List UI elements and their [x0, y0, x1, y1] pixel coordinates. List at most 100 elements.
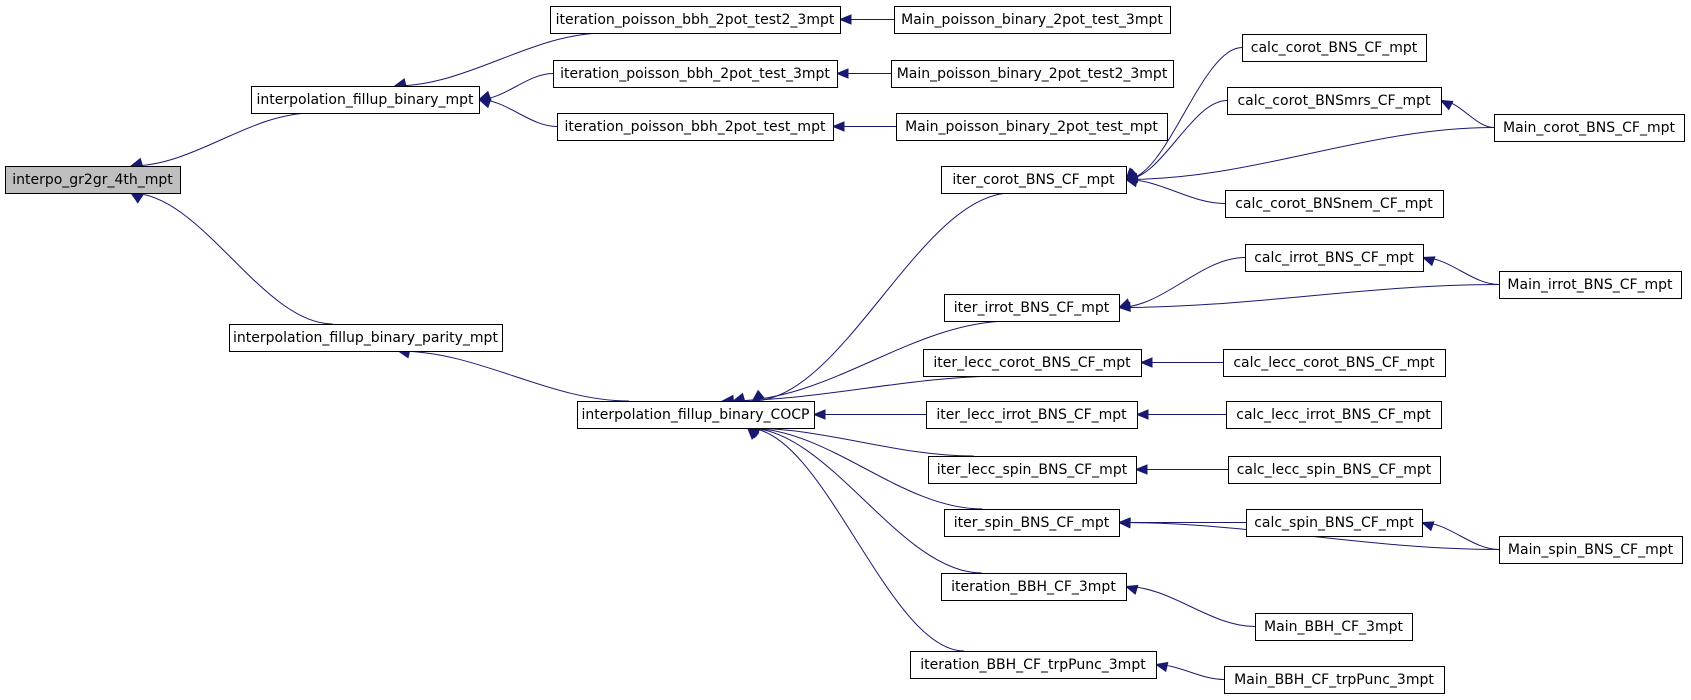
node-calc_irrot_BNS_CF_mpt[interactable]: calc_irrot_BNS_CF_mpt: [1245, 244, 1424, 272]
node-iteration_poisson_bbh_2pot_test_3mpt[interactable]: iteration_poisson_bbh_2pot_test_3mpt: [553, 60, 838, 88]
node-box: [1223, 349, 1446, 377]
arrowhead-icon: [835, 68, 849, 79]
node-interpo_gr2gr_4th_mpt[interactable]: interpo_gr2gr_4th_mpt: [5, 166, 181, 194]
node-iteration_BBH_CF_3mpt[interactable]: iteration_BBH_CF_3mpt: [941, 573, 1127, 601]
node-iter_lecc_spin_BNS_CF_mpt[interactable]: iter_lecc_spin_BNS_CF_mpt: [928, 456, 1137, 484]
node-iter_irrot_BNS_CF_mpt[interactable]: iter_irrot_BNS_CF_mpt: [944, 294, 1120, 322]
arrowhead-icon: [831, 121, 845, 132]
node-iter_lecc_irrot_BNS_CF_mpt[interactable]: iter_lecc_irrot_BNS_CF_mpt: [926, 401, 1138, 429]
node-box: [944, 294, 1120, 322]
node-Main_corot_BNS_CF_mpt[interactable]: Main_corot_BNS_CF_mpt: [1494, 114, 1685, 142]
edge-Main_irrot_BNS_CF_mpt-to-calc_irrot_BNS_CF_mpt: [1422, 257, 1500, 285]
node-box: [251, 86, 480, 114]
node-label: Main_spin_BNS_CF_mpt: [1508, 542, 1674, 558]
nodes-layer: interpo_gr2gr_4th_mpt interpolation_fillu…: [5, 6, 1685, 694]
node-box: [557, 113, 834, 141]
node-label: calc_lecc_corot_BNS_CF_mpt: [1233, 355, 1435, 371]
node-label: iteration_BBH_CF_trpPunc_3mpt: [920, 657, 1146, 673]
node-box: [550, 6, 841, 34]
node-label: interpolation_fillup_binary_parity_mpt: [233, 330, 498, 346]
node-label: calc_lecc_irrot_BNS_CF_mpt: [1236, 407, 1431, 423]
node-label: calc_irrot_BNS_CF_mpt: [1254, 250, 1414, 266]
node-label: iter_lecc_corot_BNS_CF_mpt: [933, 355, 1131, 371]
node-iteration_poisson_bbh_2pot_test2_3mpt[interactable]: iteration_poisson_bbh_2pot_test2_3mpt: [550, 6, 841, 34]
node-label: Main_irrot_BNS_CF_mpt: [1507, 277, 1673, 293]
node-Main_BBH_CF_3mpt[interactable]: Main_BBH_CF_3mpt: [1255, 613, 1413, 641]
node-calc_corot_BNSnem_CF_mpt[interactable]: calc_corot_BNSnem_CF_mpt: [1225, 190, 1444, 218]
node-calc_lecc_spin_BNS_CF_mpt[interactable]: calc_lecc_spin_BNS_CF_mpt: [1228, 456, 1441, 484]
arrowhead-icon: [1117, 301, 1131, 313]
edge-iter_lecc_corot_BNS_CF_mpt-to-interpolation_fillup_binary_COCP: [722, 375, 1006, 402]
node-box: [5, 166, 181, 194]
node-box: [1226, 401, 1442, 429]
node-box: [553, 60, 838, 88]
node-label: Main_BBH_CF_trpPunc_3mpt: [1234, 672, 1434, 688]
node-interpolation_fillup_binary_COCP[interactable]: interpolation_fillup_binary_COCP: [577, 401, 815, 429]
node-Main_poisson_binary_2pot_test2_3mpt[interactable]: Main_poisson_binary_2pot_test2_3mpt: [891, 60, 1174, 88]
edge-interpolation_fillup_binary_mpt-to-interpo_gr2gr_4th_mpt: [130, 112, 313, 167]
node-box: [896, 113, 1168, 141]
node-box: [891, 60, 1174, 88]
node-interpolation_fillup_binary_mpt[interactable]: interpolation_fillup_binary_mpt: [251, 86, 480, 114]
node-box: [229, 324, 503, 352]
node-label: iteration_poisson_bbh_2pot_test_3mpt: [560, 66, 830, 82]
node-label: calc_corot_BNSmrs_CF_mpt: [1237, 93, 1431, 109]
arrowhead-icon: [1135, 409, 1149, 420]
node-Main_poisson_binary_2pot_test_3mpt[interactable]: Main_poisson_binary_2pot_test_3mpt: [894, 6, 1171, 34]
node-interpolation_fillup_binary_parity_mpt[interactable]: interpolation_fillup_binary_parity_mpt: [229, 324, 503, 352]
node-Main_spin_BNS_CF_mpt[interactable]: Main_spin_BNS_CF_mpt: [1499, 536, 1683, 564]
node-label: interpolation_fillup_binary_COCP: [582, 407, 810, 423]
arrowhead-icon: [1439, 99, 1454, 111]
arrowhead-icon: [746, 427, 760, 440]
edges-layer: [129, 14, 1500, 680]
node-box: [944, 509, 1120, 537]
node-box: [941, 166, 1127, 194]
node-iter_corot_BNS_CF_mpt[interactable]: iter_corot_BNS_CF_mpt: [941, 166, 1127, 194]
node-label: Main_poisson_binary_2pot_test_3mpt: [901, 12, 1163, 28]
edge-interpolation_fillup_binary_COCP-to-interpolation_fillup_binary_parity_mpt: [398, 350, 630, 402]
node-calc_corot_BNS_CF_mpt[interactable]: calc_corot_BNS_CF_mpt: [1242, 34, 1427, 62]
node-iteration_poisson_bbh_2pot_test_mpt[interactable]: iteration_poisson_bbh_2pot_test_mpt: [557, 113, 834, 141]
edge-iteration_poisson_bbh_2pot_test_mpt-to-interpolation_fillup_binary_mpt: [478, 99, 558, 127]
node-box: [577, 401, 815, 429]
node-box: [923, 349, 1142, 377]
node-box: [1494, 114, 1685, 142]
node-box: [1224, 666, 1445, 694]
edge-calc_irrot_BNS_CF_mpt-to-iter_irrot_BNS_CF_mpt: [1118, 257, 1246, 308]
node-label: iteration_poisson_bbh_2pot_test2_3mpt: [556, 12, 835, 28]
node-calc_lecc_irrot_BNS_CF_mpt[interactable]: calc_lecc_irrot_BNS_CF_mpt: [1226, 401, 1442, 429]
node-label: iter_irrot_BNS_CF_mpt: [954, 300, 1110, 316]
edge-iter_irrot_BNS_CF_mpt-to-interpolation_fillup_binary_COCP: [733, 320, 1011, 402]
node-box: [1255, 613, 1413, 641]
node-calc_corot_BNSmrs_CF_mpt[interactable]: calc_corot_BNSmrs_CF_mpt: [1227, 87, 1442, 115]
arrowhead-icon: [1124, 584, 1139, 595]
node-box: [910, 651, 1157, 679]
edge-calc_corot_BNSnem_CF_mpt-to-iter_corot_BNS_CF_mpt: [1125, 179, 1226, 204]
node-Main_poisson_binary_2pot_test_mpt[interactable]: Main_poisson_binary_2pot_test_mpt: [896, 113, 1168, 141]
edge-iteration_poisson_bbh_2pot_test2_3mpt-to-interpolation_fillup_binary_mpt: [394, 32, 606, 87]
node-Main_irrot_BNS_CF_mpt[interactable]: Main_irrot_BNS_CF_mpt: [1499, 271, 1682, 299]
node-iter_lecc_corot_BNS_CF_mpt[interactable]: iter_lecc_corot_BNS_CF_mpt: [923, 349, 1142, 377]
edge-Main_corot_BNS_CF_mpt-to-iter_corot_BNS_CF_mpt: [1125, 127, 1495, 180]
node-label: Main_poisson_binary_2pot_test2_3mpt: [897, 66, 1168, 82]
node-box: [941, 573, 1127, 601]
arrowhead-icon: [1420, 521, 1435, 532]
node-iter_spin_BNS_CF_mpt[interactable]: iter_spin_BNS_CF_mpt: [944, 509, 1120, 537]
edge-Main_BBH_CF_3mpt-to-iteration_BBH_CF_3mpt: [1125, 586, 1256, 627]
node-box: [1246, 509, 1423, 537]
node-label: iter_lecc_spin_BNS_CF_mpt: [937, 462, 1128, 478]
edge-iteration_BBH_CF_trpPunc_3mpt-to-interpolation_fillup_binary_COCP: [747, 427, 965, 652]
arrowhead-icon: [1124, 177, 1139, 188]
node-label: calc_corot_BNS_CF_mpt: [1251, 40, 1418, 56]
arrowhead-icon: [1154, 661, 1169, 673]
node-label: calc_spin_BNS_CF_mpt: [1254, 515, 1414, 531]
node-box: [1242, 34, 1427, 62]
node-box: [1228, 456, 1441, 484]
node-calc_lecc_corot_BNS_CF_mpt[interactable]: calc_lecc_corot_BNS_CF_mpt: [1223, 349, 1446, 377]
edge-iteration_poisson_bbh_2pot_test_3mpt-to-interpolation_fillup_binary_mpt: [478, 73, 554, 100]
node-label: iter_corot_BNS_CF_mpt: [952, 172, 1115, 188]
node-iteration_BBH_CF_trpPunc_3mpt[interactable]: iteration_BBH_CF_trpPunc_3mpt: [910, 651, 1157, 679]
node-calc_spin_BNS_CF_mpt[interactable]: calc_spin_BNS_CF_mpt: [1246, 509, 1423, 537]
node-Main_BBH_CF_trpPunc_3mpt[interactable]: Main_BBH_CF_trpPunc_3mpt: [1224, 666, 1445, 694]
